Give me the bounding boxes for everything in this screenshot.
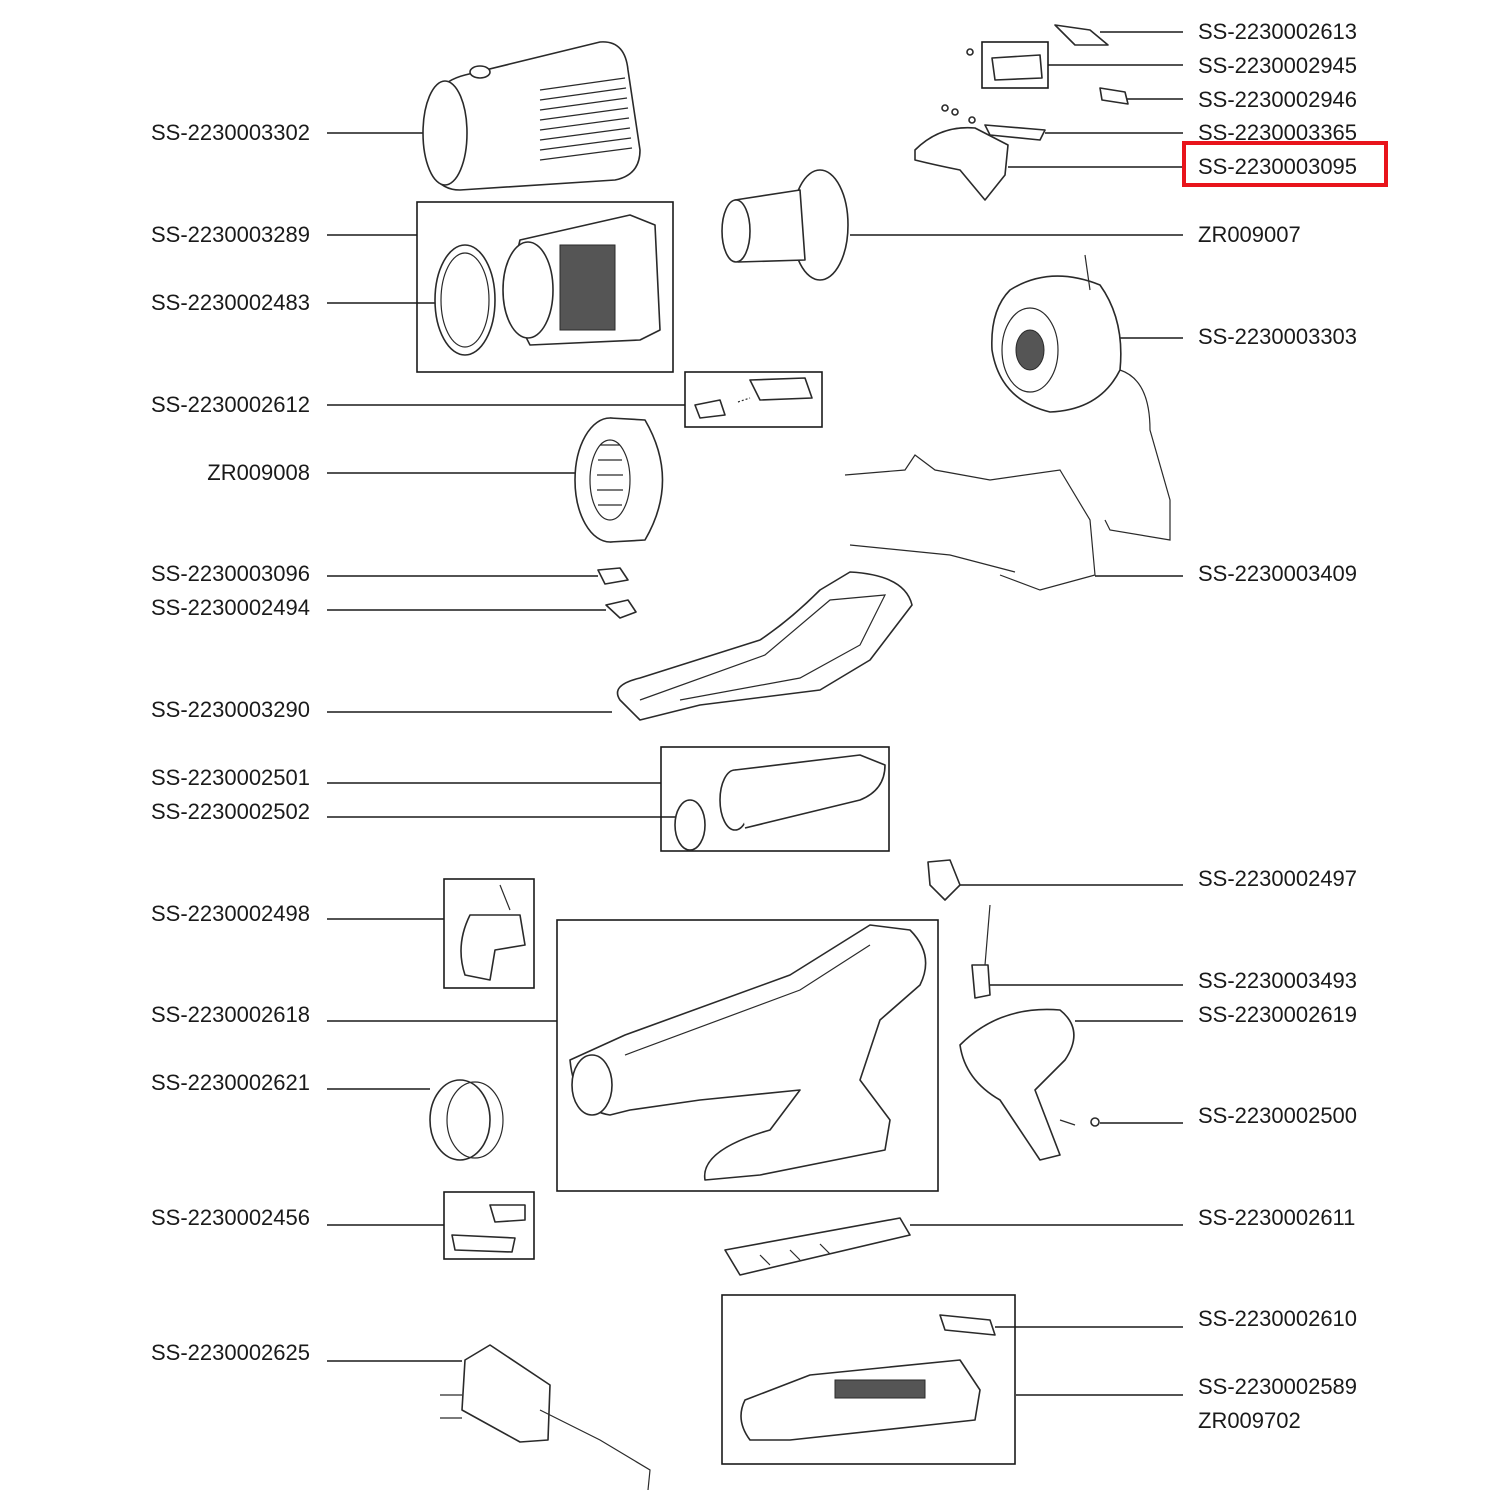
left-leader-lines bbox=[327, 132, 685, 1362]
part-latch bbox=[694, 377, 813, 419]
part-dust-container bbox=[422, 41, 641, 191]
part-top-cover bbox=[914, 24, 1129, 201]
part-label[interactable]: SS-2230002502 bbox=[150, 799, 310, 824]
group-boxes bbox=[416, 41, 1049, 1465]
part-pleated-filter bbox=[574, 417, 664, 543]
part-wiring-harness bbox=[844, 369, 1171, 591]
part-label[interactable]: SS-2230002621 bbox=[150, 1070, 310, 1095]
part-battery-rail bbox=[724, 1217, 911, 1276]
part-label[interactable]: SS-2230002483 bbox=[150, 290, 310, 315]
part-label[interactable]: SS-2230002946 bbox=[1198, 87, 1358, 112]
part-label[interactable]: SS-2230003409 bbox=[1198, 561, 1358, 586]
part-label[interactable]: SS-2230002612 bbox=[150, 392, 310, 417]
part-label[interactable]: SS-2230003365 bbox=[1198, 120, 1358, 145]
part-brush-ring bbox=[429, 1079, 504, 1161]
part-label[interactable]: SS-2230002501 bbox=[150, 765, 310, 790]
part-charger bbox=[440, 1344, 651, 1491]
part-label[interactable]: SS-2230002498 bbox=[150, 901, 310, 926]
part-label[interactable]: SS-2230002625 bbox=[150, 1340, 310, 1365]
part-nozzle-tube bbox=[674, 754, 886, 851]
right-leader-lines bbox=[850, 31, 1183, 1396]
part-trigger bbox=[460, 884, 526, 981]
part-upper-handle bbox=[616, 571, 913, 721]
part-side-cover bbox=[959, 1008, 1100, 1161]
part-label[interactable]: SS-2230003302 bbox=[150, 120, 310, 145]
part-label[interactable]: SS-2230002619 bbox=[1198, 1002, 1358, 1027]
part-label[interactable]: SS-2230003303 bbox=[1198, 324, 1358, 349]
part-label[interactable]: SS-2230002945 bbox=[1198, 53, 1358, 78]
part-switch bbox=[927, 859, 991, 999]
highlight-frame bbox=[1182, 141, 1388, 187]
part-label[interactable]: SS-2230002494 bbox=[150, 595, 310, 620]
part-motor bbox=[991, 254, 1122, 413]
part-label[interactable]: ZR009007 bbox=[1198, 222, 1301, 247]
part-label[interactable]: SS-2230002500 bbox=[1198, 1103, 1358, 1128]
part-label[interactable]: SS-2230003290 bbox=[150, 697, 310, 722]
part-label[interactable]: SS-2230002456 bbox=[150, 1205, 310, 1230]
part-label[interactable]: SS-2230002610 bbox=[1198, 1306, 1358, 1331]
part-main-body bbox=[569, 924, 927, 1181]
part-battery-pack bbox=[740, 1314, 996, 1441]
part-label[interactable]: ZR009702 bbox=[1198, 1408, 1301, 1433]
part-small-brackets bbox=[451, 1204, 526, 1253]
part-cyclone-filter bbox=[434, 214, 661, 356]
part-label[interactable]: SS-2230002618 bbox=[150, 1002, 310, 1027]
part-label[interactable]: SS-2230003493 bbox=[1198, 968, 1358, 993]
part-label[interactable]: SS-2230002589 bbox=[1198, 1374, 1358, 1399]
part-label[interactable]: SS-2230003289 bbox=[150, 222, 310, 247]
part-small-clips bbox=[597, 567, 637, 619]
part-label[interactable]: SS-2230002611 bbox=[1198, 1205, 1356, 1230]
part-label[interactable]: ZR009008 bbox=[207, 460, 310, 485]
part-pre-filter bbox=[721, 169, 849, 281]
part-label[interactable]: SS-2230002613 bbox=[1198, 19, 1358, 44]
part-label[interactable]: SS-2230002497 bbox=[1198, 866, 1358, 891]
part-label-highlighted[interactable]: SS-2230003095 bbox=[1198, 154, 1358, 179]
part-label[interactable]: SS-2230003096 bbox=[150, 561, 310, 586]
